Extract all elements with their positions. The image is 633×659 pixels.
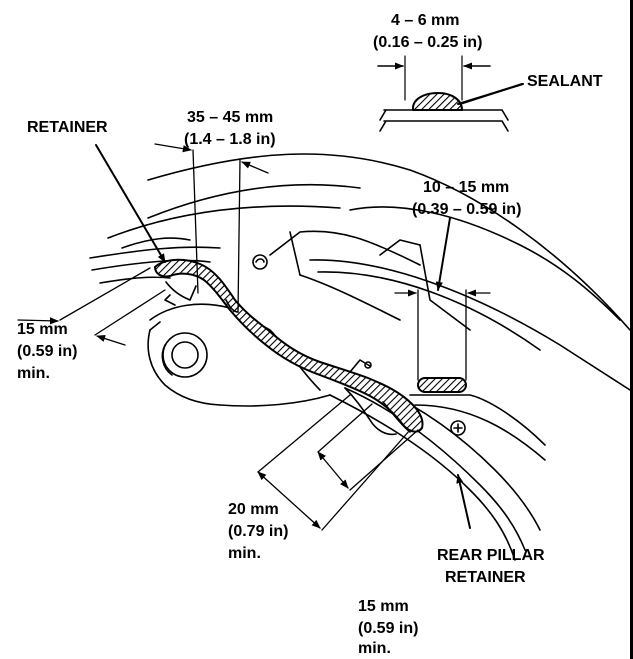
dimension-lines	[17, 143, 491, 531]
label-pillar-offset-mm: 10 – 15 mm	[423, 179, 510, 196]
label-pillar-offset-in: (0.39 – 0.59 in)	[412, 201, 522, 218]
label-sealant: SEALANT	[527, 73, 603, 90]
label-rear-pillar: REAR PILLAR	[437, 547, 545, 564]
label-lower-gap-min: min.	[228, 545, 261, 562]
label-retainer-offset-mm: 35 – 45 mm	[187, 109, 274, 126]
label-retainer-offset-in: (1.4 – 1.8 in)	[184, 131, 276, 148]
label-sealant-width-mm: 4 – 6 mm	[391, 12, 460, 29]
pillar-sealant-bead	[417, 377, 467, 393]
label-sealant-width-in: (0.16 – 0.25 in)	[373, 34, 483, 51]
label-left-gap-in: (0.59 in)	[17, 343, 78, 360]
label-retainer: RETAINER	[27, 119, 108, 136]
label-bottom-gap-mm: 15 mm	[358, 598, 409, 615]
frame-edge	[630, 0, 633, 659]
label-bottom-gap-min: min.	[358, 640, 391, 657]
body-panel-outline	[89, 153, 631, 391]
label-rear-pillar-retainer: RETAINER	[445, 569, 526, 586]
retainer-sealant-bead	[154, 258, 424, 436]
leader-lines	[95, 83, 523, 529]
sealant-cross-section	[377, 55, 524, 132]
label-bottom-gap-in: (0.59 in)	[358, 620, 419, 637]
label-lower-gap-in: (0.79 in)	[228, 523, 289, 540]
label-left-gap-mm: 15 mm	[17, 321, 68, 338]
label-left-gap-min: min.	[17, 365, 50, 382]
label-lower-gap-mm: 20 mm	[228, 501, 279, 518]
